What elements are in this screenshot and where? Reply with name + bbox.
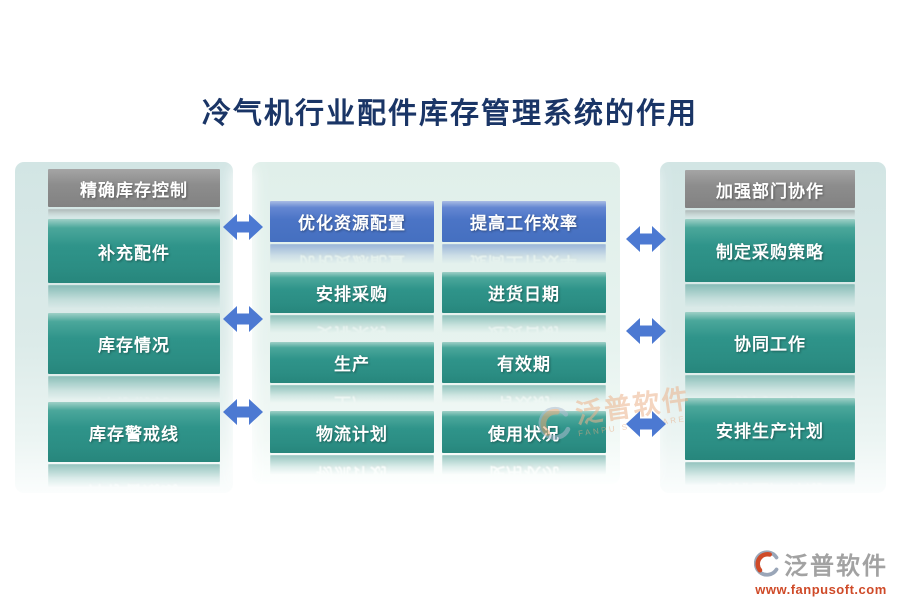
double-arrow-icon bbox=[223, 214, 263, 240]
brand-logo-icon bbox=[754, 550, 779, 577]
mid-item-usage-status: 使用状况 bbox=[442, 411, 606, 453]
double-arrow-icon bbox=[626, 226, 666, 252]
double-arrow-icon bbox=[223, 306, 263, 332]
mid-item-arrange-procurement: 安排采购 bbox=[270, 272, 434, 313]
mid-item-optimize-resources: 优化资源配置 bbox=[270, 201, 434, 242]
left-item-inventory-status: 库存情况 bbox=[48, 313, 220, 374]
mid-item-validity-period: 有效期 bbox=[442, 342, 606, 383]
left-gutter-glow bbox=[232, 168, 254, 483]
left-item-replenish-parts: 补充配件 bbox=[48, 219, 220, 283]
double-arrow-icon bbox=[626, 318, 666, 344]
left-group-header: 精确库存控制 bbox=[48, 169, 220, 207]
double-arrow-icon bbox=[626, 411, 666, 437]
double-arrow-icon bbox=[223, 399, 263, 425]
page-title: 冷气机行业配件库存管理系统的作用 bbox=[201, 98, 698, 130]
brand-website: www.fanpusoft.com bbox=[755, 582, 887, 597]
right-item-production-planning: 安排生产计划 bbox=[685, 398, 855, 460]
mid-item-logistics-plan: 物流计划 bbox=[270, 411, 434, 453]
right-gutter-glow bbox=[635, 170, 657, 480]
right-item-procurement-strategy: 制定采购策略 bbox=[685, 219, 855, 282]
mid-item-purchase-date: 进货日期 bbox=[442, 272, 606, 313]
left-item-inventory-warning-line: 库存警戒线 bbox=[48, 402, 220, 462]
right-group-header: 加强部门协作 bbox=[685, 170, 855, 208]
mid-item-improve-efficiency: 提高工作效率 bbox=[442, 201, 606, 242]
right-item-collaborative-work: 协同工作 bbox=[685, 312, 855, 373]
mid-item-production: 生产 bbox=[270, 342, 434, 383]
brand-name: 泛普软件 bbox=[784, 554, 888, 580]
brand-footer: 泛普软件 www.fanpusoft.com bbox=[754, 546, 888, 597]
